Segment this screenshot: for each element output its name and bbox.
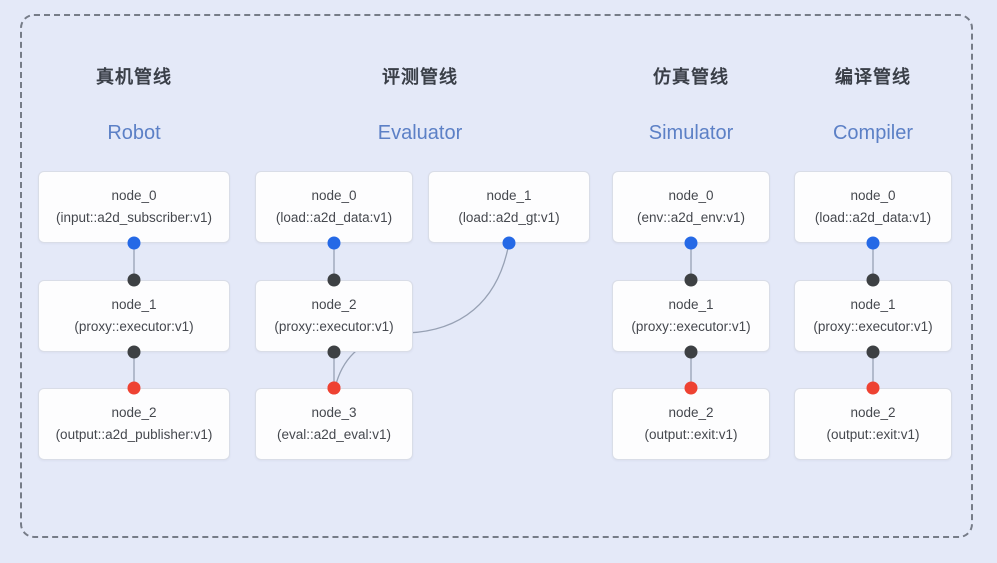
node-subtitle: (proxy::executor:v1): [813, 319, 933, 334]
diagram-node-sim_n0: node_0(env::a2d_env:v1): [612, 171, 770, 243]
diagram-node-robot_n0: node_0(input::a2d_subscriber:v1): [38, 171, 230, 243]
diagram-node-robot_n1: node_1(proxy::executor:v1): [38, 280, 230, 352]
node-title: node_1: [111, 297, 157, 312]
node-title: node_0: [668, 188, 714, 203]
node-subtitle: (proxy::executor:v1): [74, 319, 194, 334]
diagram-node-eval_n1: node_1(load::a2d_gt:v1): [428, 171, 590, 243]
node-subtitle: (load::a2d_data:v1): [814, 210, 932, 225]
node-subtitle: (load::a2d_gt:v1): [458, 210, 560, 225]
node-subtitle: (output::exit:v1): [644, 427, 738, 442]
pipeline-title-en-compiler: Compiler: [832, 122, 914, 144]
diagram-node-comp_n1: node_1(proxy::executor:v1): [794, 280, 952, 352]
diagram-node-robot_n2: node_2(output::a2d_publisher:v1): [38, 388, 230, 460]
diagram-node-eval_n2: node_2(proxy::executor:v1): [255, 280, 413, 352]
diagram-node-comp_n0: node_0(load::a2d_data:v1): [794, 171, 952, 243]
pipeline-title-en-robot: Robot: [107, 122, 161, 144]
node-title: node_2: [668, 405, 714, 420]
pipeline-title-zh-compiler: 编译管线: [835, 67, 911, 87]
pipeline-title-zh-evaluator: 评测管线: [382, 67, 458, 87]
pipeline-title-zh-robot: 真机管线: [96, 67, 172, 87]
diagram-node-sim_n1: node_1(proxy::executor:v1): [612, 280, 770, 352]
pipeline-title-en-evaluator: Evaluator: [377, 122, 463, 144]
diagram-node-eval_n0: node_0(load::a2d_data:v1): [255, 171, 413, 243]
node-subtitle: (proxy::executor:v1): [631, 319, 751, 334]
node-subtitle: (input::a2d_subscriber:v1): [55, 210, 213, 225]
pipeline-title-en-simulator: Simulator: [648, 122, 734, 144]
node-title: node_0: [850, 188, 896, 203]
node-subtitle: (output::a2d_publisher:v1): [55, 427, 213, 442]
node-title: node_2: [850, 405, 896, 420]
node-subtitle: (env::a2d_env:v1): [636, 210, 746, 225]
node-title: node_2: [111, 405, 157, 420]
dashed-frame: [20, 14, 973, 538]
diagram-node-eval_n3: node_3(eval::a2d_eval:v1): [255, 388, 413, 460]
node-title: node_1: [850, 297, 896, 312]
node-subtitle: (eval::a2d_eval:v1): [276, 427, 392, 442]
node-title: node_1: [486, 188, 532, 203]
node-title: node_0: [111, 188, 157, 203]
node-title: node_0: [311, 188, 357, 203]
diagram-node-sim_n2: node_2(output::exit:v1): [612, 388, 770, 460]
pipeline-title-zh-simulator: 仿真管线: [653, 67, 729, 87]
diagram-node-comp_n2: node_2(output::exit:v1): [794, 388, 952, 460]
node-title: node_1: [668, 297, 714, 312]
node-title: node_2: [311, 297, 357, 312]
node-subtitle: (load::a2d_data:v1): [275, 210, 393, 225]
node-subtitle: (output::exit:v1): [826, 427, 920, 442]
node-subtitle: (proxy::executor:v1): [274, 319, 394, 334]
node-title: node_3: [311, 405, 357, 420]
